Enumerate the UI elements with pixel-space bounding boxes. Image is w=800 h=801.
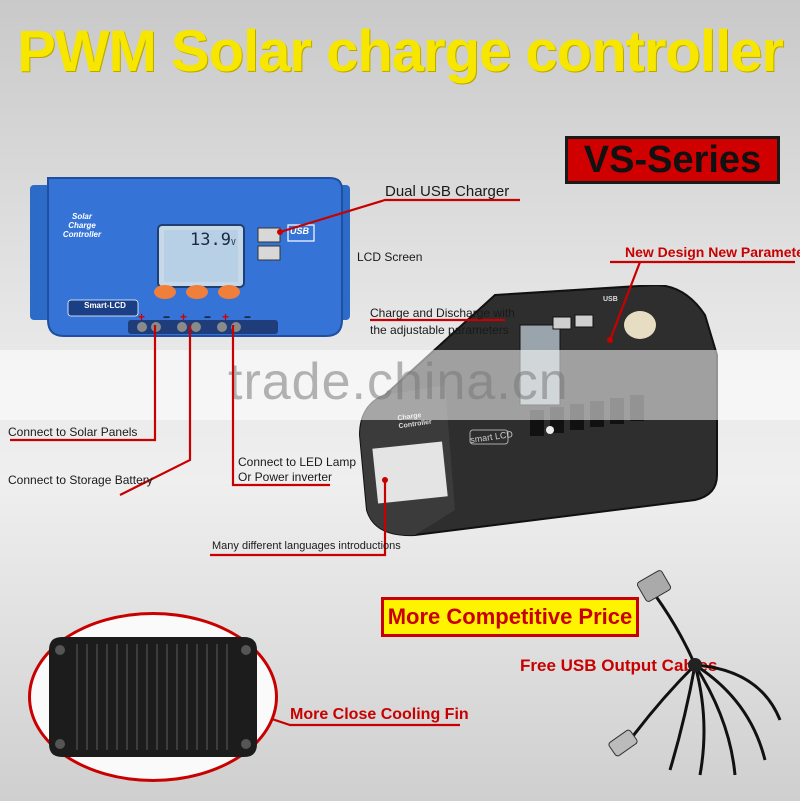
front-brand-line-2: Charge [68,221,96,230]
terminal-sign-6: − [244,310,252,324]
dual-usb-dot [277,229,283,235]
button-left [154,285,176,299]
storage-battery-label: Connect to Storage Battery [8,473,153,487]
button-middle [186,285,208,299]
solar-panels-label: Connect to Solar Panels [8,425,138,439]
charge-discharge-line-1: Charge and Discharge with [370,306,515,320]
terminal-5 [217,322,227,332]
front-usb-label: USB [290,226,310,236]
heatsink-body [49,637,257,757]
led-lamp-line-1: Connect to LED Lamp [238,455,357,469]
side-light [624,311,656,339]
solar-panels-line [10,325,157,442]
side-usb-port-2 [574,314,594,328]
terminal-strip [128,320,278,334]
languages-label: Many different languages introductions [212,540,401,552]
led-lamp-line-2: Or Power inverter [238,470,333,484]
terminal-sign-4: − [204,310,212,324]
lcd-value: 13.9 [190,230,231,250]
languages-dot [382,477,388,483]
model-badge-bg [67,299,139,317]
front-panel-illustration [30,177,350,337]
lcd-screen-label: LCD Screen [357,250,423,264]
terminal-sign-1: + [138,310,146,324]
terminal-sign-5: + [222,310,230,324]
side-model-frame [469,429,509,445]
page-title: PWM Solar charge controller [17,19,784,84]
watermark-band [0,350,800,420]
left-mounting-ear [30,185,50,320]
lcd-unit: V [230,238,236,247]
heatsink-screw-3 [55,739,65,749]
languages-line [210,480,387,557]
heatsink-screw-4 [241,739,251,749]
new-design-line [608,261,642,341]
front-brand-line-1: Solar [71,212,92,221]
front-brand-line-3: Controller [62,230,102,239]
charge-discharge-label: Charge and Discharge with the adjustable… [370,305,515,339]
price-badge: More Competitive Price [381,597,639,637]
charge-discharge-line-2: the adjustable parameters [370,323,509,337]
heatsink-screw-1 [55,645,65,655]
cooling-fin-label: More Close Cooling Fin [290,706,469,723]
heatsink-screw-2 [241,645,251,655]
front-brand-text: Solar Charge Controller [58,212,106,239]
button-right [218,285,240,299]
new-design-dot [607,337,613,343]
usb-port-bottom [257,245,281,261]
terminal-sign-2: − [163,310,171,324]
usb-plug-bottom [608,729,638,757]
side-usb-port-1 [552,316,572,330]
side-screw [546,426,554,434]
terminal-1 [137,322,147,332]
side-sticker [372,441,448,504]
cable-hub [688,658,702,672]
watermark-text: trade.china.cn [228,353,569,411]
lcd-glass [164,230,238,282]
usb-cables-illustration [608,570,782,776]
terminal-sign-3: + [180,310,188,324]
series-badge: VS-Series [565,136,780,184]
led-lamp-line [231,325,330,487]
dual-usb-label: Dual USB Charger [385,183,510,200]
new-design-label: New Design New Parameter [625,244,800,260]
terminal-3 [177,322,187,332]
cooling-fin-illustration [49,637,257,757]
side-usb-label: USB [603,296,618,303]
usb-plug-top [636,570,672,602]
storage-battery-line [119,325,192,496]
usb-cables-label: Free USB Output Cables [520,656,718,675]
dual-usb-line [279,198,520,234]
heatsink-fins [76,644,228,750]
led-lamp-label: Connect to LED Lamp Or Power inverter [238,455,356,485]
terminal-4 [191,322,201,332]
front-model-badge: Smart-LCD [84,301,126,310]
lcd-reading: 13.9V [190,230,236,250]
